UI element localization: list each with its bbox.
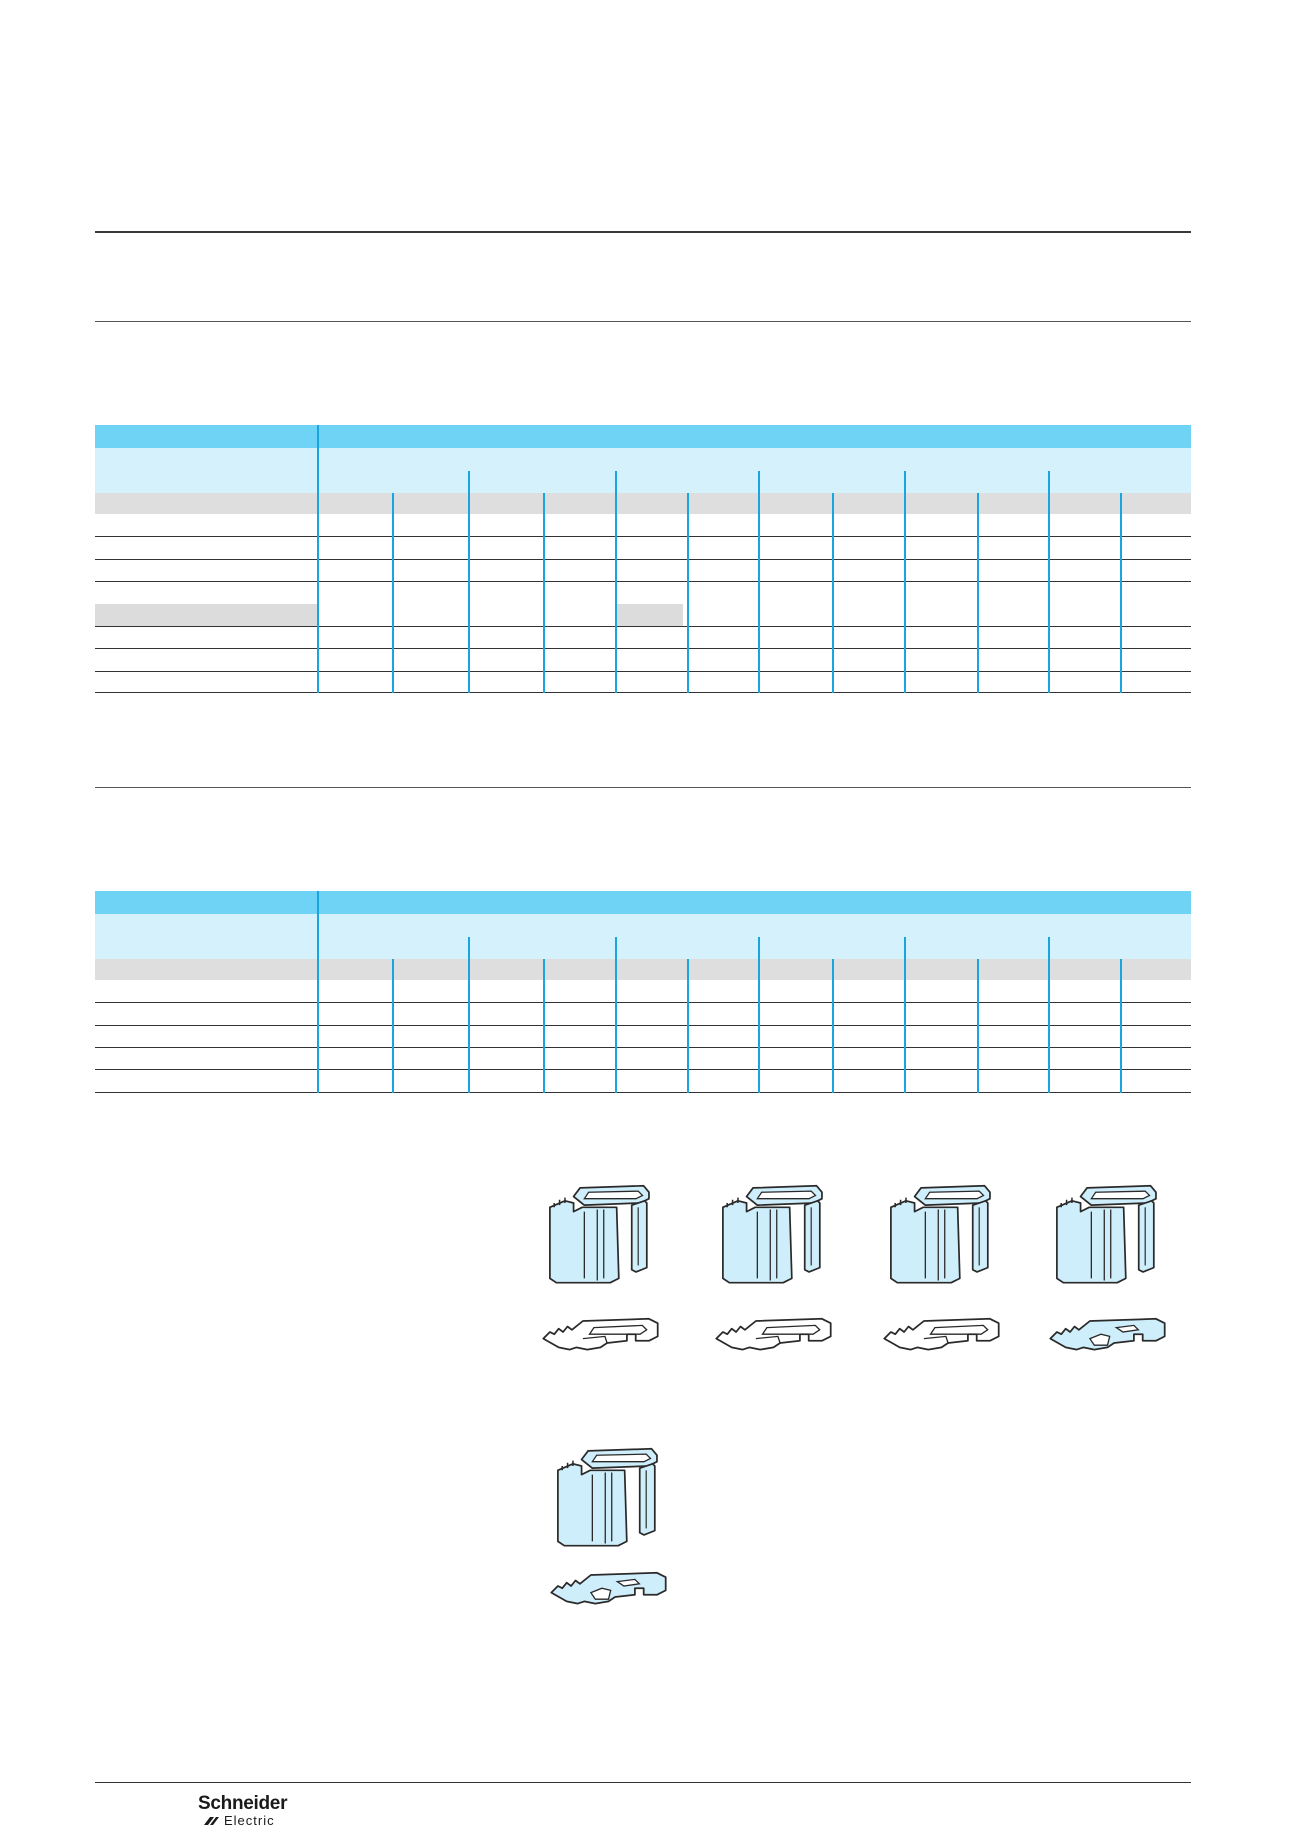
table-grey-cell <box>617 604 683 626</box>
brand-name: Schneider <box>198 1793 288 1814</box>
table-column-divider <box>317 425 319 693</box>
busbar-profile-icon <box>546 1438 671 1555</box>
table-grey-cell <box>95 604 317 626</box>
table-1-subheader-band <box>95 448 1191 493</box>
table-1 <box>95 425 1191 693</box>
table-column-divider <box>758 937 760 1093</box>
table-row-divider <box>95 581 1191 582</box>
table-row-divider <box>95 626 1191 627</box>
table-column-divider <box>687 493 689 693</box>
table-column-divider <box>392 493 394 693</box>
table-column-divider <box>1048 937 1050 1093</box>
table-column-divider <box>687 959 689 1093</box>
table-row-divider <box>95 1047 1191 1048</box>
busbar-profile-icon <box>538 1175 663 1292</box>
brand-mark-icon <box>204 1817 219 1825</box>
table-column-divider <box>832 493 834 693</box>
table-column-divider <box>904 471 906 693</box>
table-2-grey-row <box>95 959 1191 980</box>
table-column-divider <box>543 493 545 693</box>
busbar-profile-icon <box>1045 1175 1170 1292</box>
table-2-subheader-band <box>95 914 1191 959</box>
busbar-section-icon <box>1045 1310 1170 1359</box>
section-rule-1 <box>95 321 1191 322</box>
top-rule <box>95 231 1191 233</box>
table-column-divider <box>317 891 319 1093</box>
table-column-divider <box>468 937 470 1093</box>
table-column-divider <box>977 959 979 1093</box>
table-column-divider <box>1048 471 1050 693</box>
table-column-divider <box>468 471 470 693</box>
table-row-divider <box>95 648 1191 649</box>
table-column-divider <box>1120 493 1122 693</box>
table-column-divider <box>615 937 617 1093</box>
section-rule-2 <box>95 787 1191 788</box>
table-column-divider <box>1120 959 1122 1093</box>
table-1-header-band <box>95 425 1191 448</box>
table-column-divider <box>977 493 979 693</box>
busbar-profile-icon <box>879 1175 1004 1292</box>
table-row-divider <box>95 1025 1191 1026</box>
table-row-divider <box>95 536 1191 537</box>
busbar-section-icon <box>879 1310 1004 1359</box>
busbar-section-icon <box>546 1564 671 1613</box>
table-2-header-band <box>95 891 1191 914</box>
footer-rule <box>95 1782 1191 1783</box>
table-column-divider <box>832 959 834 1093</box>
schneider-electric-logo: Schneider Electric <box>198 1794 287 1828</box>
brand-sub: Electric <box>224 1813 275 1828</box>
table-column-divider <box>392 959 394 1093</box>
busbar-section-icon <box>711 1310 836 1359</box>
busbar-section-icon <box>538 1310 663 1359</box>
table-column-divider <box>758 471 760 693</box>
table-row-divider <box>95 1069 1191 1070</box>
table-1-grey-row <box>95 493 1191 514</box>
busbar-profile-icon <box>711 1175 836 1292</box>
table-column-divider <box>615 471 617 693</box>
table-row-divider <box>95 692 1191 693</box>
table-row-divider <box>95 1002 1191 1003</box>
table-column-divider <box>904 937 906 1093</box>
table-column-divider <box>543 959 545 1093</box>
table-row-divider <box>95 671 1191 672</box>
table-row-divider <box>95 1092 1191 1093</box>
table-2 <box>95 891 1191 1093</box>
table-row-divider <box>95 559 1191 560</box>
